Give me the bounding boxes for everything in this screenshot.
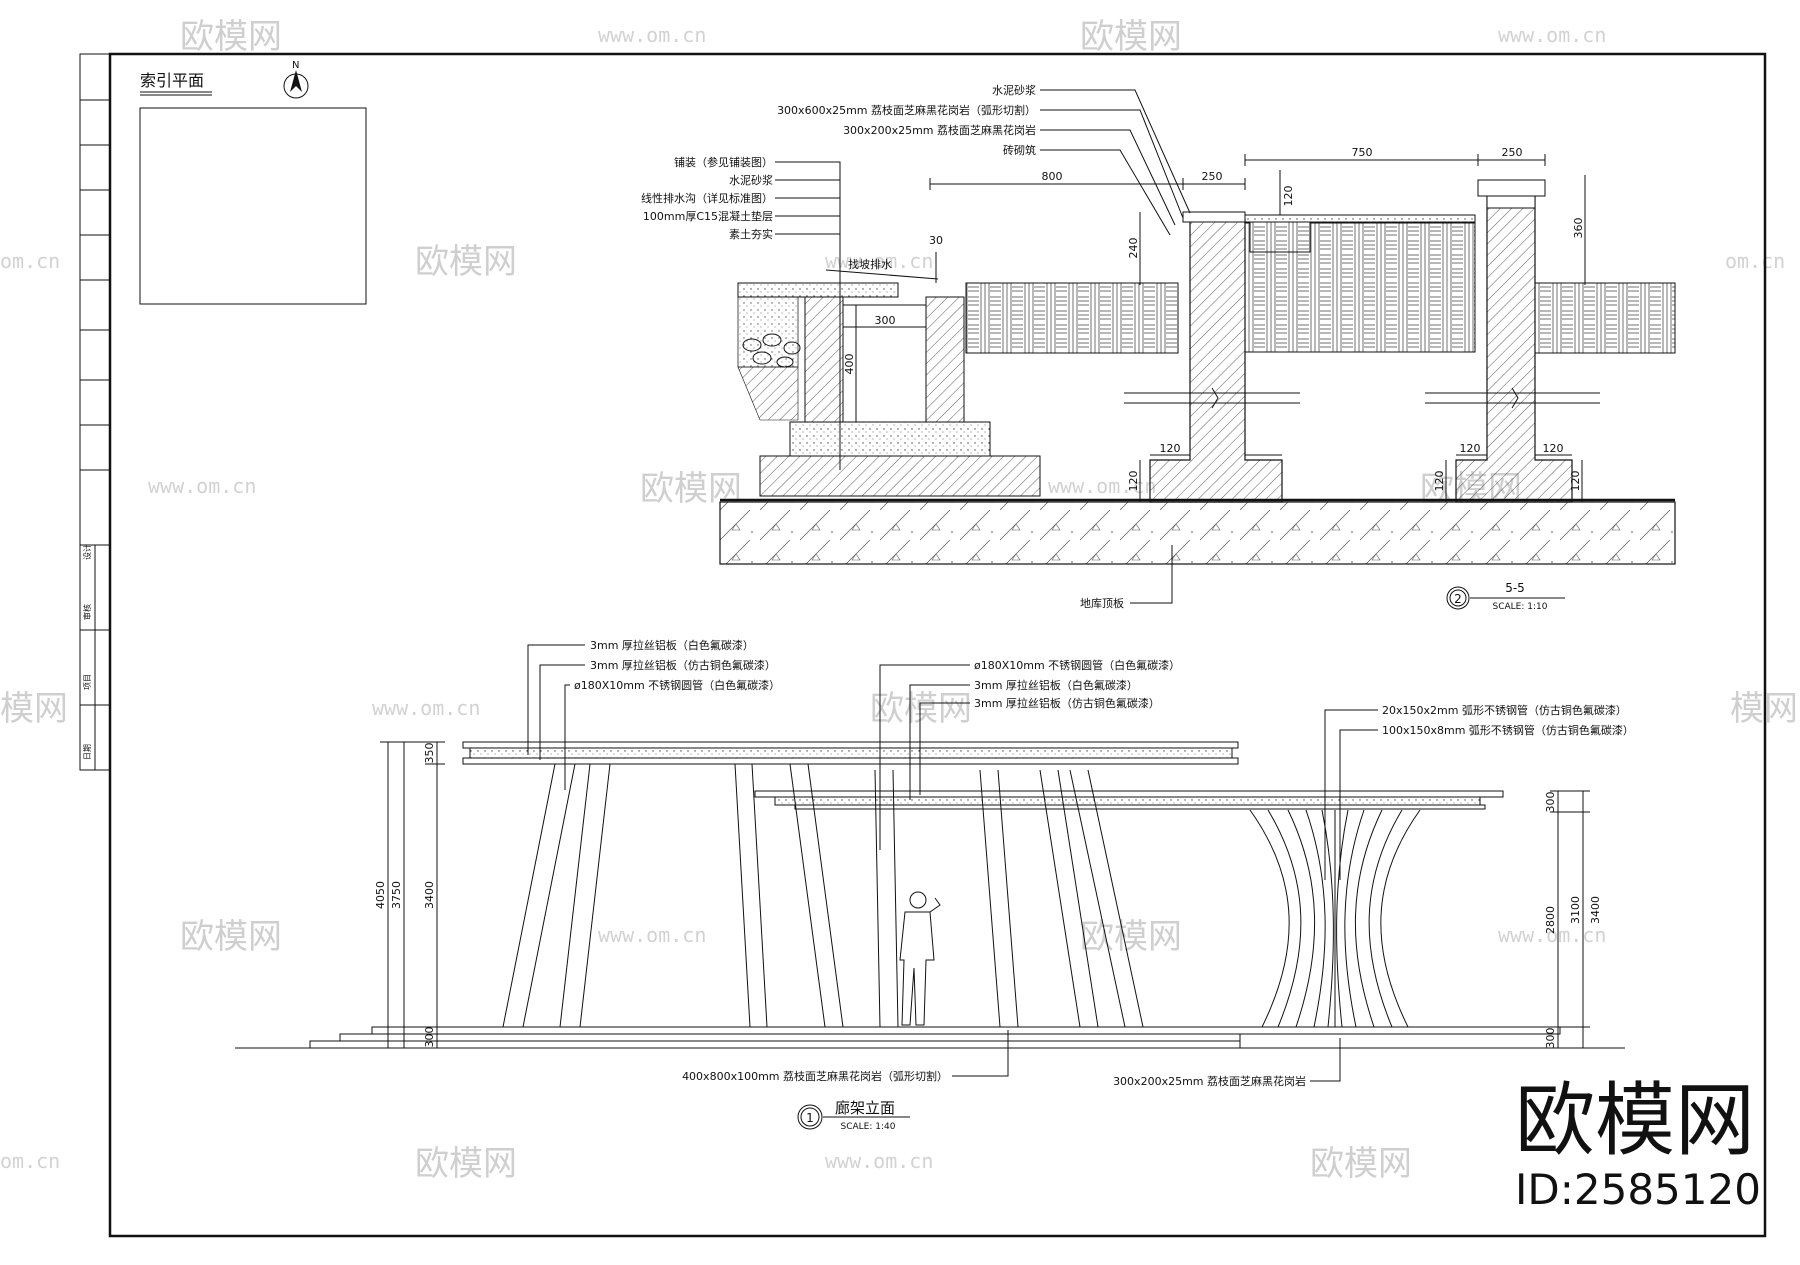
- section-title: 2 5-5 SCALE: 1:10: [1446, 581, 1565, 612]
- dim-label: 360: [1572, 218, 1585, 239]
- dim-label: 3100: [1569, 896, 1582, 924]
- dim-label: 3750: [390, 881, 403, 909]
- elevation-callout: 3mm 厚拉丝铝板（仿古铜色氟碳漆）: [974, 696, 1160, 710]
- elevation-callout: 20x150x2mm 弧形不锈钢管（仿古铜色氟碳漆）: [1382, 703, 1627, 717]
- badge-brand: 欧模网: [1515, 1074, 1755, 1167]
- section-scale: SCALE: 1:10: [1493, 602, 1548, 612]
- elevation-callout: 3mm 厚拉丝铝板（白色氟碳漆）: [974, 678, 1138, 692]
- watermark-brand: 欧模网: [1310, 1144, 1412, 1184]
- dim-label: 120: [1127, 471, 1140, 492]
- section-callout: 100mm厚C15混凝土垫层: [643, 209, 773, 223]
- section-callout: 水泥砂浆: [992, 83, 1036, 97]
- dim-label: 2800: [1544, 906, 1557, 934]
- elevation-callout: ø180X10mm 不锈钢圆管（白色氟碳漆）: [574, 678, 780, 692]
- watermark-brand-partial: 模网: [0, 689, 68, 729]
- index-plan-title: 索引平面: [140, 71, 204, 90]
- dim-label: 120: [1543, 442, 1564, 455]
- dim-label: 120: [1460, 442, 1481, 455]
- section-callout: 砖砌筑: [1003, 143, 1036, 157]
- north-label: N: [292, 60, 299, 71]
- watermark-url: www.om.cn: [1498, 23, 1606, 47]
- elevation-callout: 3mm 厚拉丝铝板（仿古铜色氟碳漆）: [590, 658, 776, 672]
- dim-label: 120: [1569, 471, 1582, 492]
- watermark-url-partial: om.cn: [0, 249, 60, 273]
- badge-id: ID:2585120: [1515, 1165, 1761, 1214]
- north-arrow-icon: N: [283, 60, 309, 99]
- brand-badge: 欧模网 ID:2585120: [1515, 1074, 1761, 1214]
- elevation-callout: ø180X10mm 不锈钢圆管（白色氟碳漆）: [974, 658, 1180, 672]
- section-callout: 300x600x25mm 荔枝面芝麻黑花岗岩（弧形切割）: [777, 103, 1036, 117]
- watermark-url: www.om.cn: [825, 1149, 933, 1173]
- dim-label: 30: [929, 234, 943, 247]
- elevation-callout: 400x800x100mm 荔枝面芝麻黑花岗岩（弧形切割）: [682, 1069, 948, 1083]
- dim-label: 250: [1202, 170, 1223, 183]
- section-callout: 素土夯实: [729, 227, 773, 241]
- dim-label: 300: [875, 314, 896, 327]
- section-callout: 水泥砂浆: [729, 173, 773, 187]
- dim-label: 400: [843, 354, 856, 375]
- dim-label: 300: [423, 1027, 436, 1048]
- section-callout: 找坡排水: [848, 257, 892, 271]
- section-5-5: 水泥砂浆 300x600x25mm 荔枝面芝麻黑花岗岩（弧形切割） 300x20…: [641, 83, 1676, 612]
- watermark-url: www.om.cn: [598, 23, 706, 47]
- dim-label: 120: [1160, 442, 1181, 455]
- human-figure-icon: [899, 891, 941, 1026]
- watermark-url: www.om.cn: [825, 249, 933, 273]
- index-plan: 索引平面 N: [139, 60, 367, 305]
- elevation-callout: 100x150x8mm 弧形不锈钢管（仿古铜色氟碳漆）: [1382, 723, 1634, 737]
- elevation-scale: SCALE: 1:40: [841, 1122, 896, 1132]
- watermark-url: www.om.cn: [598, 923, 706, 947]
- elevation-id: 1: [806, 1111, 814, 1125]
- dim-label: 120: [1433, 471, 1446, 492]
- dim-label: 120: [1282, 186, 1295, 207]
- elevation-callout: 300x200x25mm 荔枝面芝麻黑花岗岩: [1113, 1074, 1306, 1088]
- dim-label: 800: [1042, 170, 1063, 183]
- title-block-grid: [80, 99, 110, 770]
- watermark-brand: 欧模网: [415, 1144, 517, 1184]
- section-name: 5-5: [1505, 581, 1525, 595]
- watermark-brand: 欧模网: [870, 689, 972, 729]
- watermark-brand: 欧模网: [180, 917, 282, 957]
- elevation-title: 1 廊架立面 SCALE: 1:40: [797, 1099, 910, 1132]
- dim-label: 250: [1502, 146, 1523, 159]
- watermark-url: www.om.cn: [1498, 923, 1606, 947]
- watermark-url: www.om.cn: [1048, 474, 1156, 498]
- watermark-url-partial: om.cn: [1725, 249, 1785, 273]
- watermark-brand: 欧模网: [1080, 917, 1182, 957]
- elevation-name: 廊架立面: [835, 1099, 895, 1117]
- watermark-url: www.om.cn: [148, 474, 256, 498]
- dim-label: 350: [423, 743, 436, 764]
- hourglass-sculpture: [1249, 809, 1421, 1028]
- index-plan-frame: [139, 107, 367, 305]
- pergola-elevation: 3mm 厚拉丝铝板（白色氟碳漆） 3mm 厚拉丝铝板（仿古铜色氟碳漆） ø180…: [235, 638, 1634, 1132]
- title-block-text: 项目: [83, 674, 92, 690]
- dim-label: 4050: [374, 881, 387, 909]
- dim-label: 3400: [1589, 896, 1602, 924]
- section-bottom-label: 地库顶板: [1080, 596, 1124, 610]
- pergola-columns: [502, 763, 1144, 1028]
- dim-label: 750: [1352, 146, 1373, 159]
- section-callout: 300x200x25mm 荔枝面芝麻黑花岗岩: [843, 123, 1036, 137]
- dim-label: 3400: [423, 881, 436, 909]
- break-line: [1124, 387, 1600, 409]
- section-callout: 线性排水沟（详见标准图）: [641, 191, 773, 205]
- title-block-text: 日期: [83, 744, 92, 760]
- title-block-text: 审核: [82, 604, 92, 620]
- title-block-text: 设计: [82, 544, 92, 560]
- dim-label: 300: [1544, 792, 1557, 813]
- watermark-url: www.om.cn: [372, 696, 480, 720]
- section-callout: 铺装（参见铺装图）: [674, 155, 773, 169]
- watermark-brand: 欧模网: [180, 17, 282, 57]
- watermark-brand: 欧模网: [415, 242, 517, 282]
- watermark-url-partial: om.cn: [0, 1149, 60, 1173]
- dim-label: 300: [1544, 1028, 1557, 1049]
- section-id: 2: [1454, 592, 1462, 606]
- dim-label: 240: [1127, 238, 1140, 259]
- watermark-brand: 欧模网: [1080, 17, 1182, 57]
- elevation-callout: 3mm 厚拉丝铝板（白色氟碳漆）: [590, 638, 754, 652]
